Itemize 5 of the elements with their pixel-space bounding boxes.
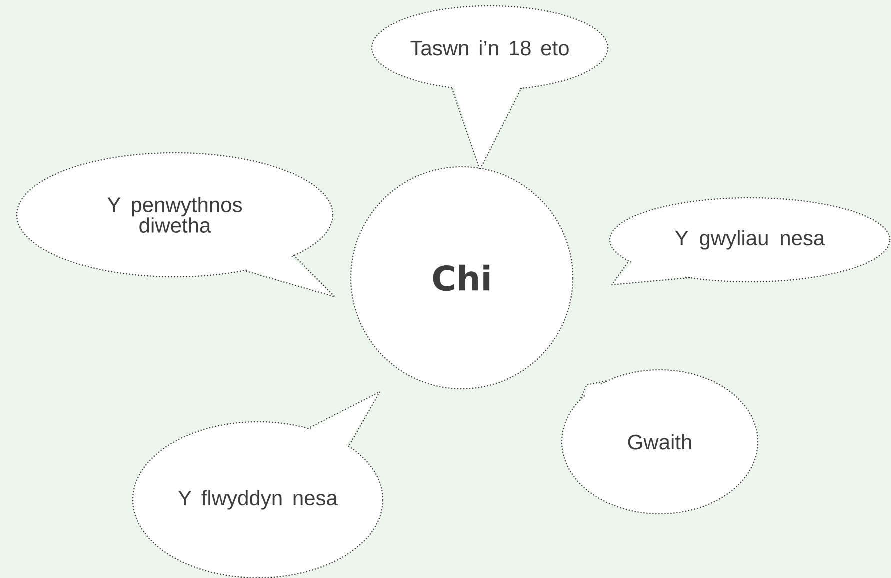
speech-bubble: Gwaith	[561, 369, 759, 515]
speech-bubble: Y penwythnos diwetha	[16, 152, 338, 298]
speech-bubble: Y flwyddyn nesa	[132, 390, 384, 578]
speech-bubble: Y gwyliau nesa	[609, 197, 891, 286]
speech-bubble: Taswn i’n 18 eto	[371, 5, 609, 172]
